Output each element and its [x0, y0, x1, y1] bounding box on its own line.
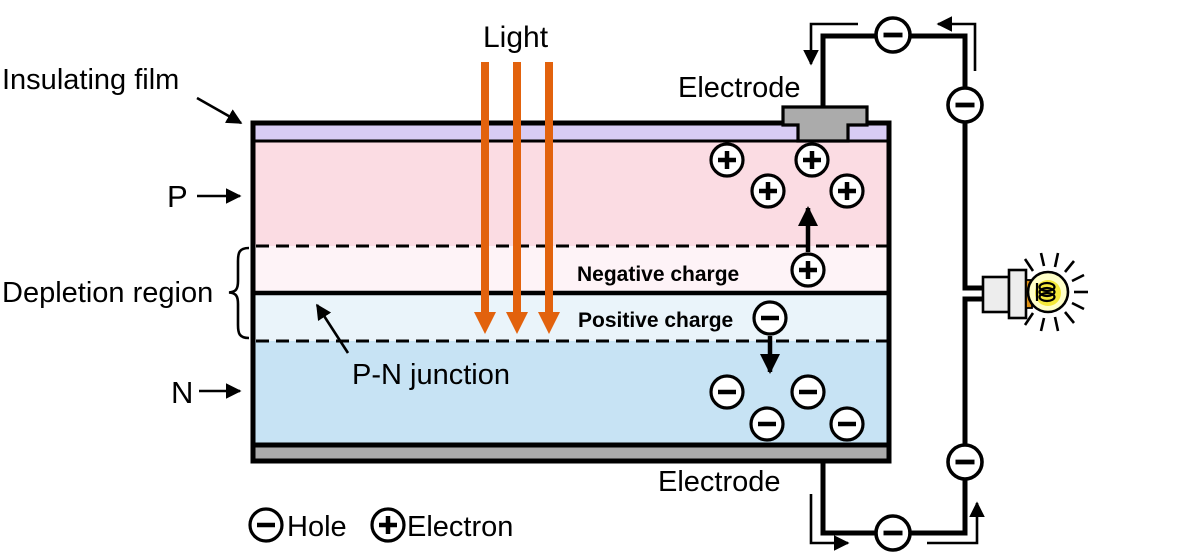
bulb-socket-flange: [1007, 268, 1028, 320]
light-label: Light: [483, 21, 549, 54]
minus-charge-icon: [948, 88, 982, 122]
depletion-region-label: Depletion region: [2, 277, 213, 309]
light-ray-head: [506, 312, 528, 334]
electrode-top-label: Electrode: [678, 72, 801, 104]
light-ray-head: [538, 312, 560, 334]
insulating-film-layer: [253, 123, 889, 141]
depletion-region-p-side: [253, 246, 889, 293]
pn-junction-label: P-N junction: [352, 359, 510, 391]
callouts: Light Insulating film P N Depletion regi…: [2, 21, 801, 498]
circuit: [803, 16, 985, 551]
legend-hole-icon: [250, 509, 282, 541]
p-layer-label: P: [167, 179, 188, 214]
bulb-socket: [981, 275, 1011, 314]
minus-charge-icon: [751, 408, 783, 440]
bulb-filament-icon: [1035, 281, 1056, 303]
legend: Hole Electron: [250, 509, 513, 543]
legend-hole-label: Hole: [287, 511, 347, 543]
top-electrode: [781, 105, 869, 143]
current-direction-arrow-bottom-left: [809, 494, 850, 551]
depletion-region-n-side: [253, 293, 889, 341]
bulb-rays: [1023, 252, 1088, 332]
electrode-bottom-label: Electrode: [658, 466, 781, 498]
charge-carriers: [711, 144, 863, 440]
cell-outline: [250, 120, 892, 464]
current-direction-arrow-top-right: [936, 16, 977, 71]
insulating-film-label: Insulating film: [2, 64, 179, 96]
insulating-film-arrow: [196, 96, 243, 125]
minus-charge-icon: [711, 376, 743, 408]
wire-top: [820, 33, 982, 291]
legend-electron-icon: [372, 509, 404, 541]
cell-layers: [250, 120, 892, 464]
pn-junction-arrow: [315, 303, 350, 354]
minus-charge-icon: [754, 302, 786, 334]
depletion-region-brace: [228, 246, 250, 340]
bottom-electrode-strip: [253, 447, 889, 459]
light-ray-head: [474, 312, 496, 334]
plus-charge-icon: [752, 175, 784, 207]
light-bulb: [981, 252, 1088, 332]
legend-electron-label: Electron: [407, 511, 513, 543]
minus-charge-icon: [876, 516, 910, 550]
positive-charge-label: Positive charge: [578, 309, 733, 332]
wire-bottom: [820, 296, 982, 536]
current-direction-arrow-bottom-right: [927, 501, 985, 545]
light-rays: [474, 62, 560, 334]
plus-charge-icon: [831, 175, 863, 207]
plus-charge-icon: [711, 144, 743, 176]
p-region: [253, 141, 889, 246]
negative-charge-label: Negative charge: [577, 263, 739, 286]
current-direction-arrow-top-left: [803, 22, 858, 66]
minus-charge-icon: [876, 18, 910, 52]
plus-charge-icon: [796, 144, 828, 176]
plus-charge-icon: [792, 254, 824, 286]
minus-charge-icon: [792, 376, 824, 408]
minus-charge-icon: [831, 408, 863, 440]
n-layer-label: N: [171, 375, 193, 410]
minus-charge-icon: [948, 445, 982, 479]
